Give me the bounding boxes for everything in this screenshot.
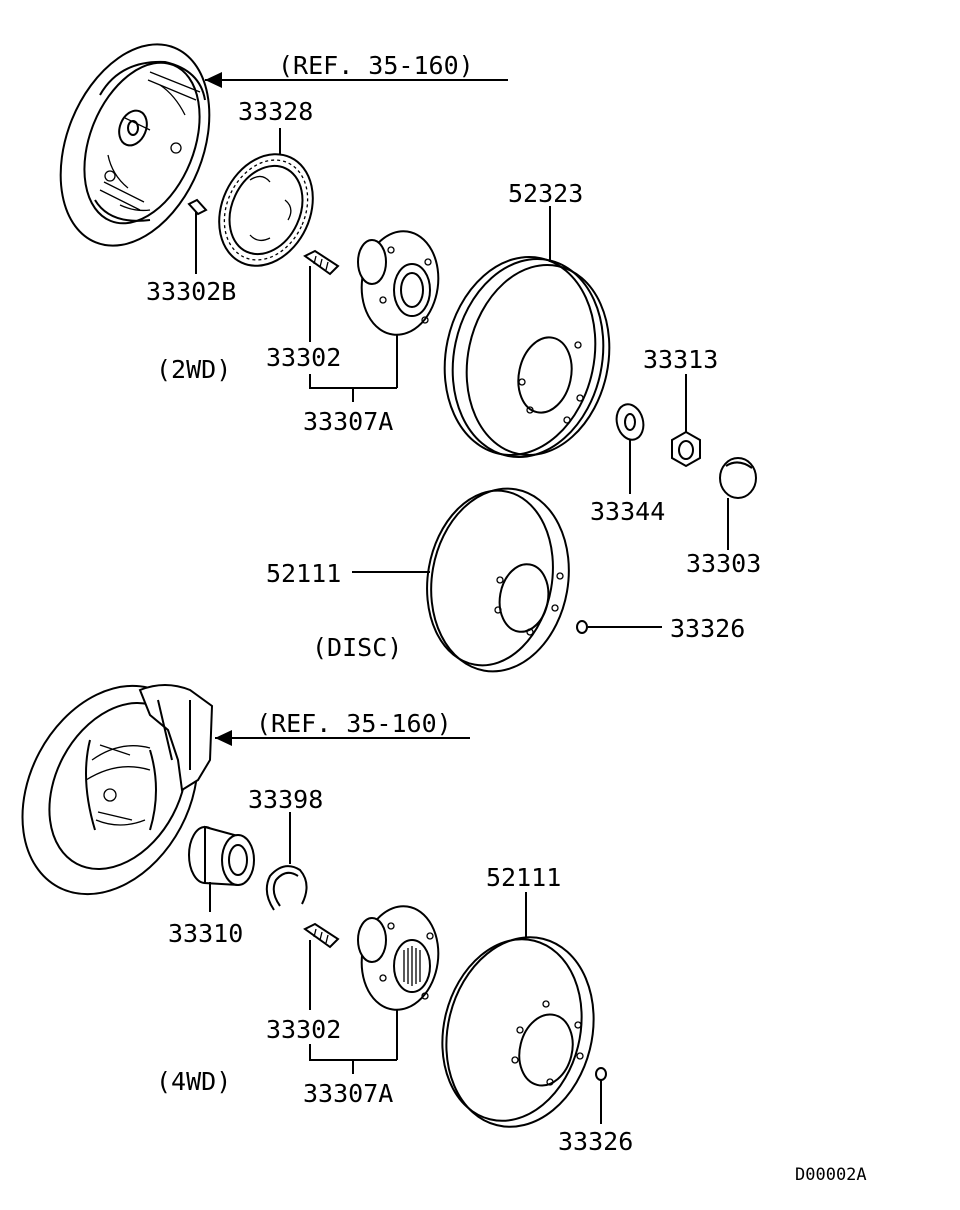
snap-ring-33398: 33398 [248,785,323,911]
wheel-hub-top [357,230,440,388]
reference-arrow-bottom: (REF. 35-160) [215,709,470,746]
drawing-code: D00002A [795,1165,867,1185]
part-number-52111-top: 52111 [266,559,341,588]
part-number-33328: 33328 [238,97,313,126]
disc-drum-brake-assembly-bottom [21,684,214,896]
lock-nut-33313: 33313 [643,345,718,468]
hub-bolt-top [303,249,340,342]
bracket-33307a-top: 33302 33307A [266,343,397,436]
part-number-33302b: 33302B [146,277,236,306]
part-number-33326-top: 33326 [670,614,745,643]
reference-label-top: (REF. 35-160) [278,51,474,80]
wheel-hub-bottom [357,905,440,1060]
part-number-33307a-bottom: 33307A [303,1079,393,1108]
brake-disc-top: 52111 [266,487,570,673]
reference-arrow-top: (REF. 35-160) [205,51,508,88]
part-number-33398: 33398 [248,785,323,814]
part-number-52323: 52323 [508,179,583,208]
part-number-33302-bottom: 33302 [266,1015,341,1044]
variant-label-4wd: (4WD) [156,1067,231,1096]
part-number-33307a-top: 33307A [303,407,393,436]
hub-bolt-bottom [303,922,340,1010]
part-number-33310: 33310 [168,919,243,948]
part-number-33326-bottom: 33326 [558,1127,633,1156]
bracket-33307a-bottom: 33302 33307A [266,1015,397,1108]
part-number-33313: 33313 [643,345,718,374]
dust-cap-33303: 33303 [686,457,761,578]
reference-label-bottom: (REF. 35-160) [256,709,452,738]
part-number-52111-bottom: 52111 [486,863,561,892]
part-number-33302-top: 33302 [266,343,341,372]
washer-33344: 33344 [590,403,665,526]
brake-drum: 52323 [443,179,611,459]
disc-screw-bottom: 33326 [558,1067,633,1156]
drum-brake-assembly-top [59,43,211,247]
variant-label-2wd: (2WD) [156,355,231,384]
part-number-33303: 33303 [686,549,761,578]
tone-ring: 33328 [218,97,314,267]
part-number-33344: 33344 [590,497,665,526]
brake-disc-bottom: 52111 [441,863,595,1128]
small-bolt-33302b: 33302B [146,198,236,306]
variant-label-disc: (DISC) [312,633,402,662]
wheel-bearing-33310: 33310 [168,825,255,948]
disc-screw-top: 33326 [576,614,745,643]
